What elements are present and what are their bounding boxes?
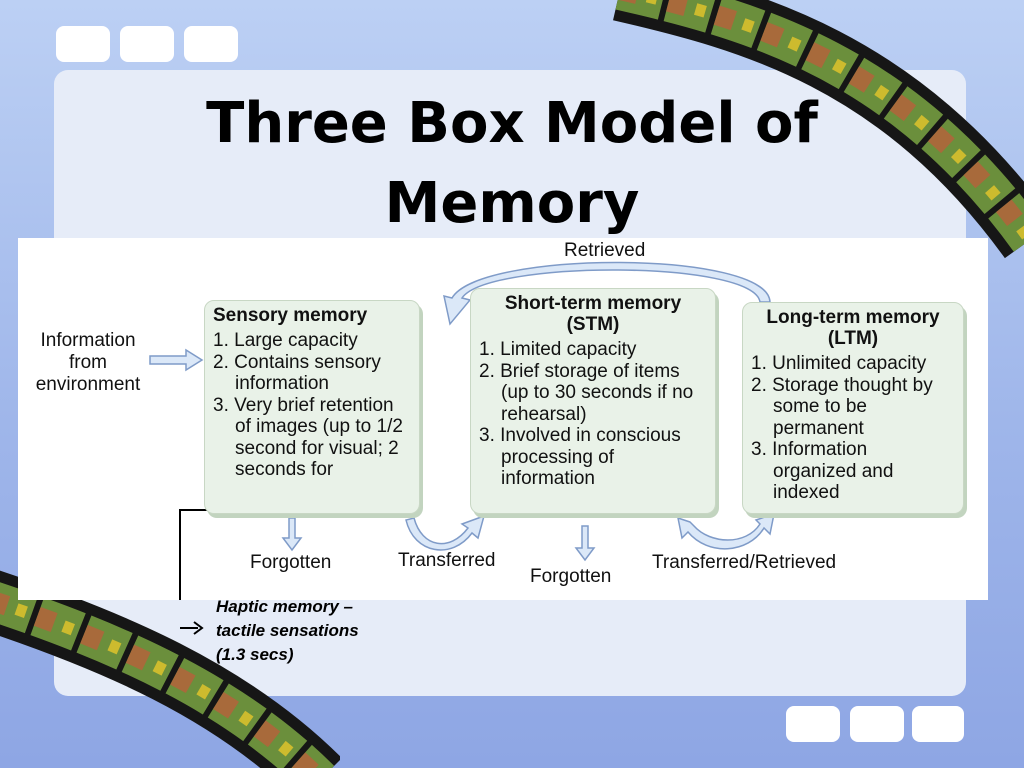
memory-model-diagram: Information from environment Retrieved S… xyxy=(18,238,988,600)
corner-tab-top-3 xyxy=(184,26,238,62)
slide-title-line-2: Memory xyxy=(384,171,640,236)
sensory-memory-list: 1. Large capacity 2. Contains sensory in… xyxy=(213,330,411,481)
input-arrow-icon xyxy=(149,348,204,372)
sensory-memory-item-3: 3. Very brief retention of images (up to… xyxy=(213,394,403,481)
long-term-memory-title-line-2: (LTM) xyxy=(827,328,879,349)
forgotten-label-1: Forgotten xyxy=(250,552,332,573)
haptic-note-line-3: (1.3 secs) xyxy=(216,645,294,664)
short-term-memory-box: Short-term memory (STM) 1. Limited capac… xyxy=(470,288,716,514)
filmstrip-bottom-icon xyxy=(0,570,340,768)
short-term-memory-title: Short-term memory (STM) xyxy=(479,293,707,335)
forgotten-label-2: Forgotten xyxy=(530,566,612,587)
sensory-memory-title-line-1: Sensory memory xyxy=(213,305,368,326)
haptic-note-line-1: Haptic memory – xyxy=(216,597,353,616)
slide-title: Three Box Model of Memory xyxy=(120,84,904,244)
input-label-line-3: environment xyxy=(35,374,141,395)
transferred-label: Transferred xyxy=(398,550,496,571)
sensory-memory-box: Sensory memory 1. Large capacity 2. Cont… xyxy=(204,300,420,514)
haptic-note-line-2: tactile sensations xyxy=(216,621,359,640)
retrieved-label: Retrieved xyxy=(564,240,646,261)
long-term-memory-box: Long-term memory (LTM) 1. Unlimited capa… xyxy=(742,302,964,514)
long-term-memory-list: 1. Unlimited capacity 2. Storage thought… xyxy=(751,353,955,504)
short-term-memory-list: 1. Limited capacity 2. Brief storage of … xyxy=(479,339,707,490)
diagram-arrows xyxy=(149,261,775,600)
short-term-memory-title-line-2: (STM) xyxy=(566,314,620,335)
input-label-line-1: Information xyxy=(40,330,136,351)
short-term-memory-item-3: 3. Involved in conscious processing of i… xyxy=(479,425,681,489)
short-term-memory-item-2: 2. Brief storage of items (up to 30 seco… xyxy=(479,360,694,425)
slide-title-line-1: Three Box Model of xyxy=(206,91,818,156)
sensory-memory-item-1: 1. Large capacity xyxy=(213,330,358,351)
long-term-memory-item-2: 2. Storage thought by some to be permane… xyxy=(751,374,933,439)
transferred-retrieved-label: Transferred/Retrieved xyxy=(652,552,837,573)
short-term-memory-item-1: 1. Limited capacity xyxy=(479,339,637,360)
transferred-arrow-icon xyxy=(405,514,486,551)
haptic-memory-note: Haptic memory – tactile sensations (1.3 … xyxy=(216,595,416,667)
long-term-memory-item-3: 3. Information organized and indexed xyxy=(751,439,894,503)
long-term-memory-title: Long-term memory (LTM) xyxy=(751,307,955,349)
corner-tab-bottom-2 xyxy=(850,706,904,742)
input-label-line-2: from xyxy=(69,352,107,373)
sensory-memory-item-2: 2. Contains sensory information xyxy=(213,351,381,395)
forgotten-arrow-1-icon xyxy=(281,517,303,552)
retrieved-arrow-icon xyxy=(443,261,771,326)
haptic-arrow-icon xyxy=(180,621,204,635)
sensory-memory-title: Sensory memory xyxy=(213,305,411,326)
corner-tab-top-1 xyxy=(56,26,110,62)
long-term-memory-title-line-1: Long-term memory xyxy=(766,307,940,328)
short-term-memory-title-line-1: Short-term memory xyxy=(504,293,682,314)
corner-tab-bottom-1 xyxy=(786,706,840,742)
corner-tab-bottom-3 xyxy=(912,706,964,742)
transferred-retrieved-arrow-icon xyxy=(677,512,775,550)
input-label: Information from environment xyxy=(26,330,150,396)
long-term-memory-item-1: 1. Unlimited capacity xyxy=(751,353,927,374)
corner-tab-top-2 xyxy=(120,26,174,62)
forgotten-arrow-2-icon xyxy=(574,525,596,562)
filmstrip-top-icon xyxy=(613,0,1024,259)
